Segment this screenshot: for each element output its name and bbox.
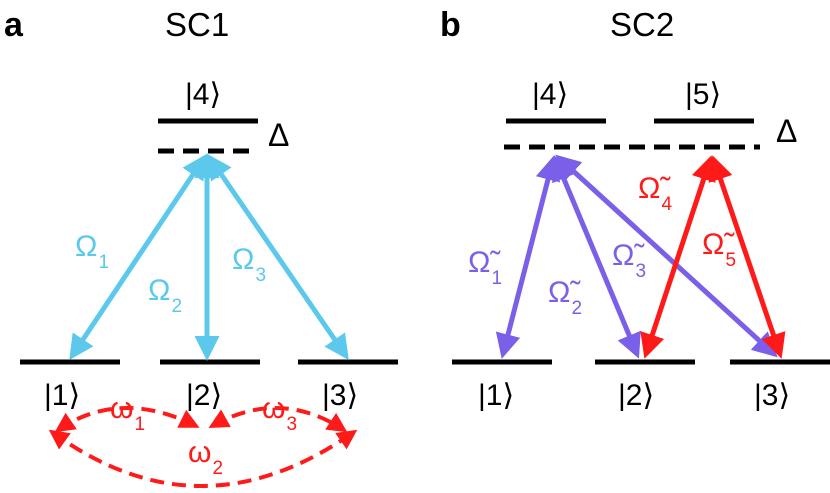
panel-b-letter: b — [440, 6, 461, 44]
panel-b-coupling-arrow-3 — [555, 154, 778, 358]
panel-b-omega-2: Ω̃2 — [548, 276, 582, 319]
panel-a-level-3-label: |3⟩ — [322, 379, 358, 412]
panel-b-level-3-label: |3⟩ — [754, 379, 790, 412]
panel-a-omega-3: Ω3 — [232, 243, 266, 286]
panel-b-omega-3: Ω̃3 — [612, 239, 646, 282]
panel-a-coupling-arrow-3 — [207, 153, 349, 361]
panel-a-transition-omega-1: ω1 — [110, 392, 145, 435]
panel-a-transition-omega-3: ω3 — [262, 392, 297, 435]
panel-b-level-5-label: |5⟩ — [685, 78, 721, 111]
panel-b-omega-1: Ω̃1 — [468, 246, 502, 289]
panel-a-title: SC1 — [165, 6, 229, 43]
panel-a-level-4-label: |4⟩ — [185, 78, 221, 111]
panel-b-omega-5: Ω̃5 — [702, 228, 736, 271]
panel-b-title: SC2 — [610, 6, 674, 43]
panel-a-coupling-arrow-1 — [69, 153, 207, 361]
panel-a-omega-2: Ω2 — [148, 274, 182, 317]
panel-b-level-1-label: |1⟩ — [478, 379, 514, 412]
panel-b-omega-4: Ω̃4 — [638, 172, 672, 215]
panel-a-omega-1: Ω1 — [75, 230, 109, 273]
panel-b-coupling-arrow-5 — [708, 155, 786, 359]
panel-a-transition-arc-13 — [48, 429, 358, 488]
panel-a-level-2-label: |2⟩ — [186, 379, 222, 412]
panel-b-level-4-label: |4⟩ — [532, 78, 568, 111]
panel-a-transition-arc-12 — [54, 405, 200, 433]
panel-a-transition-omega-2: ω2 — [188, 436, 223, 479]
panel-a-detuning-label: Δ — [268, 117, 289, 153]
panel-b-detuning-label: Δ — [776, 113, 797, 149]
panel-b-level-2-label: |2⟩ — [618, 379, 654, 412]
panel-b-coupling-arrow-1 — [495, 155, 561, 359]
panel-a-level-1-label: |1⟩ — [44, 379, 80, 412]
panel-b-coupling-arrow-4 — [640, 155, 716, 359]
panel-a-letter: a — [4, 6, 24, 44]
panel-a-transition-arc-23 — [208, 405, 348, 433]
